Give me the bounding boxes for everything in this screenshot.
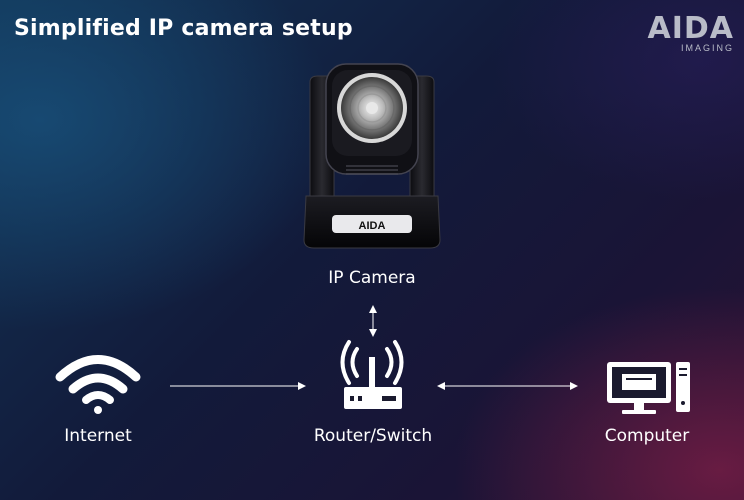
camera-badge-text: AIDA [359, 220, 386, 232]
brand-logo: AIDA IMAGING [647, 11, 735, 54]
page-title: Simplified IP camera setup [14, 16, 353, 41]
ip-camera-label: IP Camera [328, 268, 416, 288]
ip-camera-icon: AIDA [303, 63, 441, 249]
computer-icon [607, 362, 690, 414]
router-icon [340, 340, 404, 409]
logo-main-text: AIDA [647, 11, 734, 46]
wifi-icon [55, 355, 141, 414]
logo-sub-text: IMAGING [680, 43, 734, 53]
computer-label: Computer [604, 426, 690, 446]
router-label: Router/Switch [313, 426, 433, 446]
internet-label: Internet [64, 426, 132, 446]
